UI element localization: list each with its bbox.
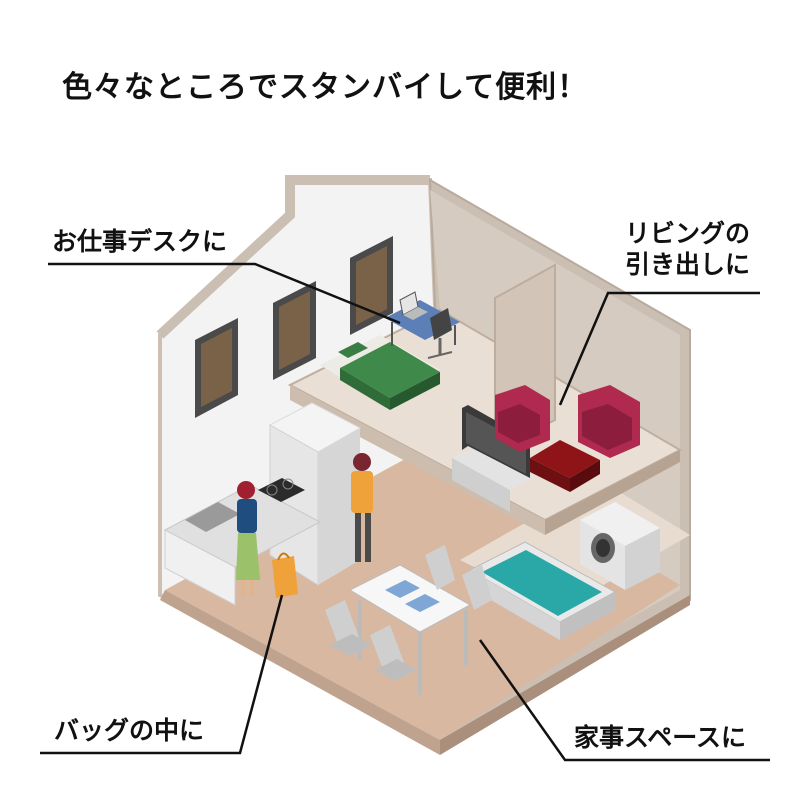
leader-line-desk <box>48 262 401 325</box>
windows <box>195 236 393 418</box>
dining-chair <box>462 565 492 610</box>
dining-set <box>325 545 492 695</box>
coffee-table <box>530 440 600 492</box>
armchair-icon <box>578 385 640 458</box>
armchair-icon <box>495 385 550 452</box>
bathtub-icon <box>468 541 617 640</box>
office-chair <box>427 308 453 359</box>
page-title: 色々なところでスタンバイして便利！ <box>62 70 589 105</box>
callout-bag: バッグの中に <box>54 716 205 745</box>
shopping-bag-icon <box>272 552 298 598</box>
callout-desk: お仕事デスクに <box>52 227 228 256</box>
bed <box>320 335 440 410</box>
leader-lines <box>40 262 770 762</box>
person-man <box>351 453 373 562</box>
window <box>195 318 238 418</box>
laptop-icon <box>399 291 428 320</box>
callout-living-line1: リビングの <box>624 219 750 248</box>
dining-chair <box>325 600 372 656</box>
person-woman <box>236 481 260 596</box>
leader-line-living <box>558 291 760 406</box>
dining-chair <box>370 625 417 681</box>
washing-machine-icon <box>580 502 660 590</box>
window <box>273 281 316 380</box>
window <box>350 236 393 335</box>
leader-line-housework <box>478 639 770 762</box>
tv-area <box>452 405 545 512</box>
leader-line-bag <box>40 594 284 755</box>
callout-living: リビングの 引き出しに <box>600 218 750 281</box>
callout-housework: 家事スペースに <box>574 723 747 752</box>
tv-icon <box>462 405 530 478</box>
callout-living-line2: 引き出しに <box>624 250 750 280</box>
desk-area <box>385 291 460 359</box>
dining-chair <box>425 545 455 590</box>
